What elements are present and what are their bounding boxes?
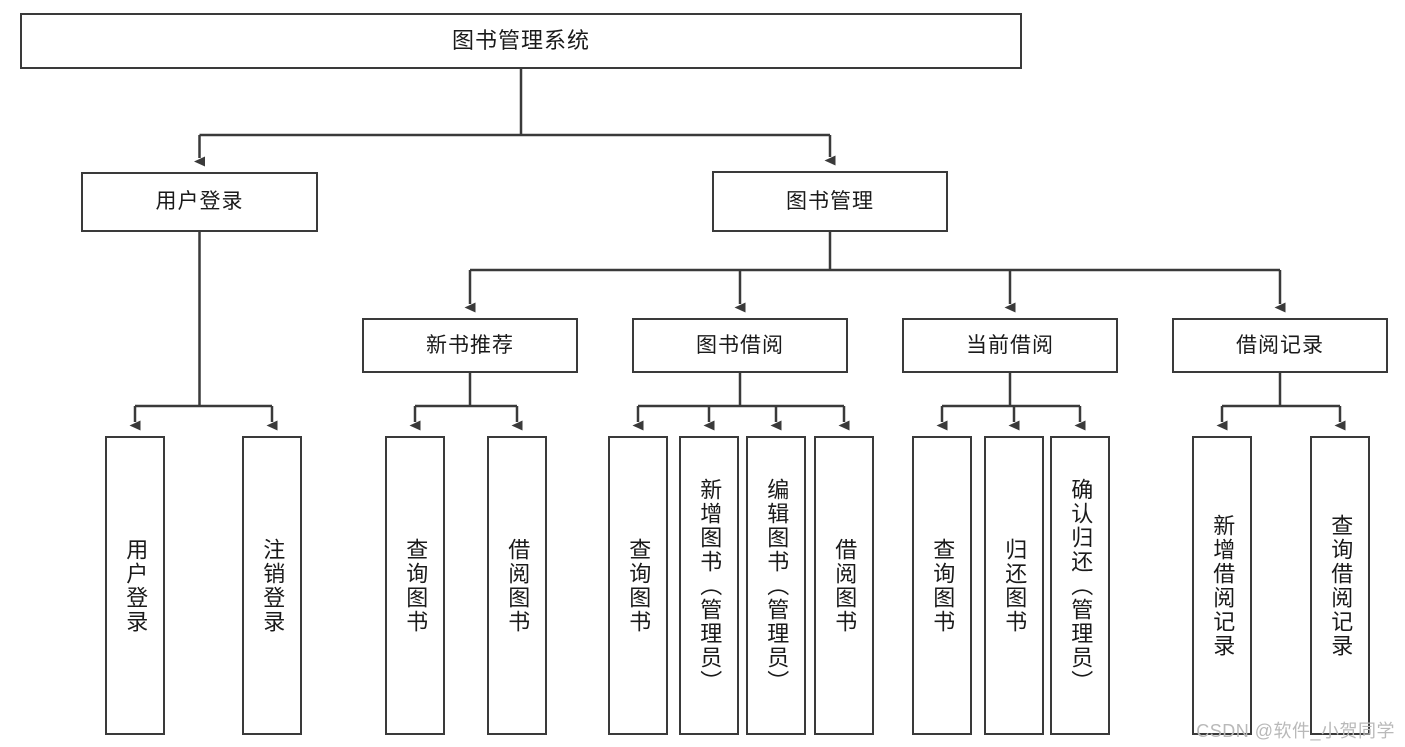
subbranch-node-0[interactable]: 新书推荐 [362,318,578,373]
node-label: 用户登录 [155,190,244,214]
node-label: 新增图书（管理员） [697,477,723,694]
node-label: 借阅图书 [505,537,531,634]
leaf-node-9[interactable]: 归还图书 [984,436,1044,735]
leaf-node-7[interactable]: 借阅图书 [814,436,874,735]
node-label: 新增借阅记录 [1210,513,1236,658]
branch-node-0[interactable]: 用户登录 [81,172,318,232]
node-label: 查询图书 [930,537,956,634]
node-label: 编辑图书（管理员） [764,477,790,694]
node-label: 当前借阅 [966,333,1054,357]
branch-node-1[interactable]: 图书管理 [712,171,948,232]
node-label: 图书管理 [786,189,874,213]
leaf-node-3[interactable]: 借阅图书 [487,436,547,735]
leaf-node-11[interactable]: 新增借阅记录 [1192,436,1252,735]
subbranch-node-3[interactable]: 借阅记录 [1172,318,1388,373]
leaf-node-5[interactable]: 新增图书（管理员） [679,436,739,735]
node-label: 用户登录 [123,537,149,634]
node-label: 新书推荐 [426,333,514,357]
leaf-node-1[interactable]: 注销登录 [242,436,302,735]
leaf-node-8[interactable]: 查询图书 [912,436,972,735]
node-label: 查询图书 [403,537,429,634]
subbranch-node-1[interactable]: 图书借阅 [632,318,848,373]
root-node[interactable]: 图书管理系统 [20,13,1022,69]
node-label: 图书借阅 [696,333,784,357]
csdn-watermark: CSDN @软件_小贺同学 [1196,721,1395,741]
node-label: 查询借阅记录 [1328,513,1354,658]
leaf-node-0[interactable]: 用户登录 [105,436,165,735]
node-label: 归还图书 [1002,537,1028,634]
node-label: 注销登录 [260,537,286,634]
node-label: 借阅图书 [832,537,858,634]
subbranch-node-2[interactable]: 当前借阅 [902,318,1118,373]
node-label: 借阅记录 [1236,333,1324,357]
node-label: 确认归还（管理员） [1068,477,1094,694]
leaf-node-2[interactable]: 查询图书 [385,436,445,735]
leaf-node-4[interactable]: 查询图书 [608,436,668,735]
node-label: 查询图书 [626,537,652,634]
node-label: 图书管理系统 [451,27,590,53]
leaf-node-10[interactable]: 确认归还（管理员） [1050,436,1110,735]
leaf-node-6[interactable]: 编辑图书（管理员） [746,436,806,735]
leaf-node-12[interactable]: 查询借阅记录 [1310,436,1370,735]
